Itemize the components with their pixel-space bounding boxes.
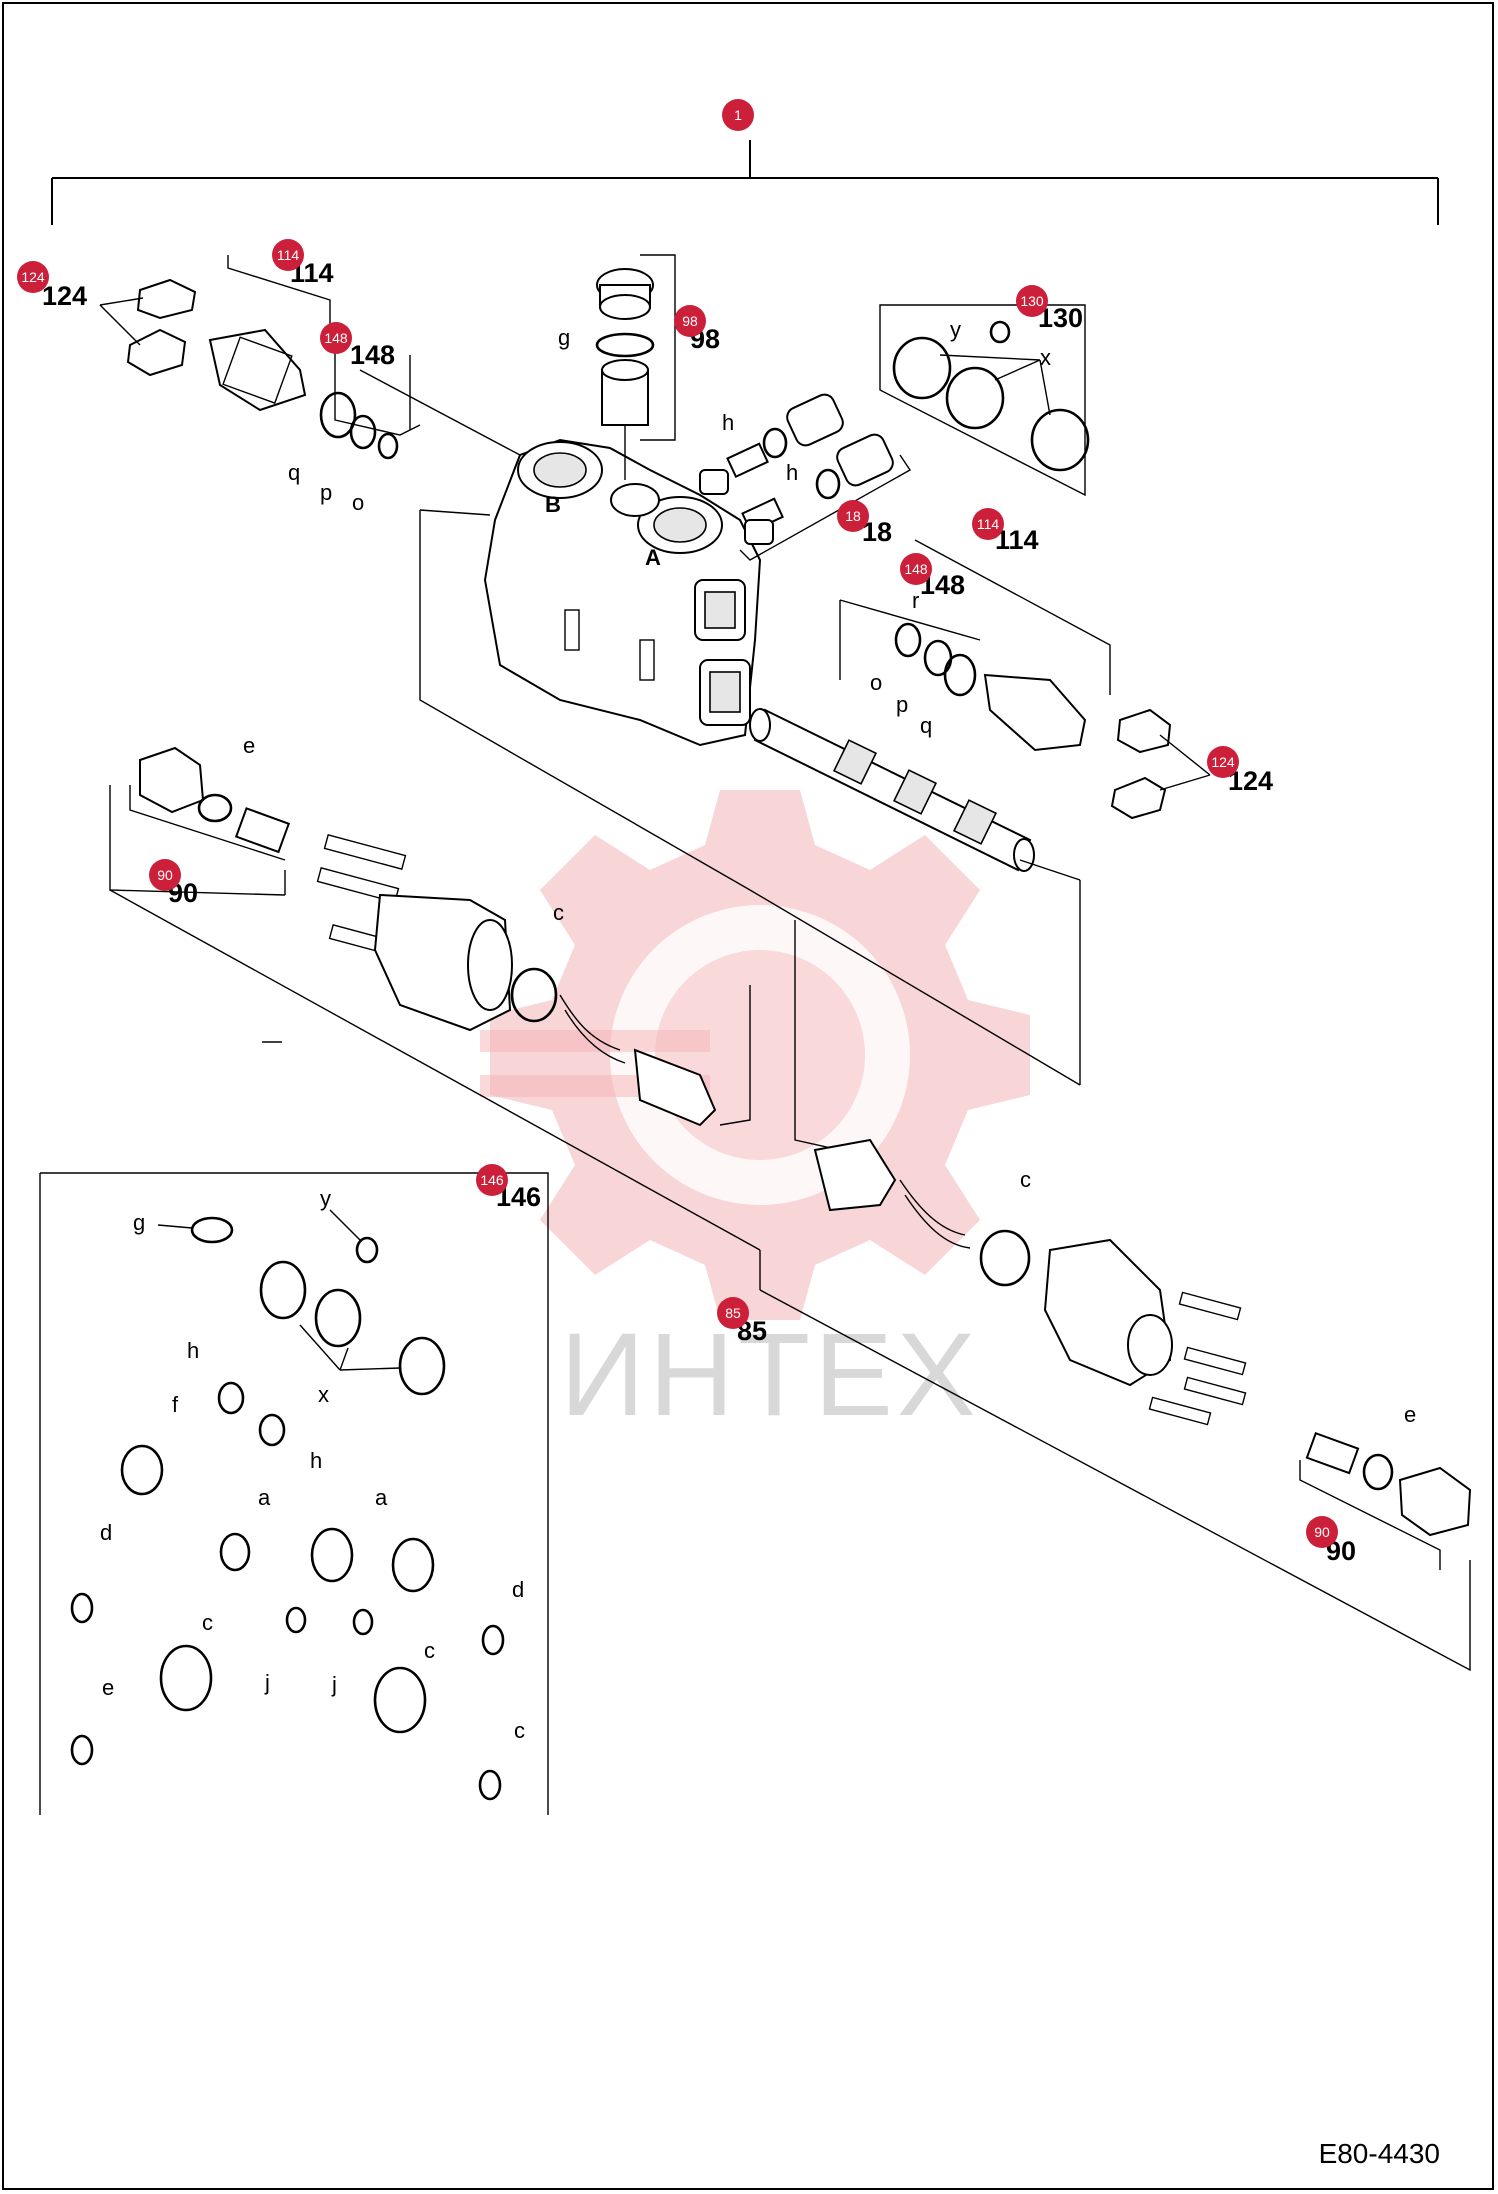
svg-text:h: h (786, 460, 798, 485)
diagram-code: E80-4430 (1318, 2138, 1440, 2169)
callout-148-left[interactable]: 148 (320, 322, 352, 354)
svg-text:o: o (870, 670, 882, 695)
svg-text:c: c (1020, 1167, 1031, 1192)
relief-valve-left (126, 278, 307, 412)
svg-text:g: g (558, 325, 570, 350)
svg-text:f: f (172, 1392, 179, 1417)
svg-text:1: 1 (734, 107, 742, 123)
svg-text:130: 130 (1020, 293, 1044, 309)
svg-text:y: y (950, 317, 961, 342)
svg-text:c: c (424, 1638, 435, 1663)
svg-text:p: p (320, 480, 332, 505)
assembly-bracket (51, 140, 1439, 225)
seal-letters: q p o g y x h h r o p q e c c e g y x h … (100, 317, 1416, 1743)
relief-valve-right (983, 673, 1172, 820)
callout-114-left[interactable]: 114 (272, 239, 304, 271)
svg-text:e: e (1404, 1402, 1416, 1427)
left-cover (316, 834, 717, 1127)
svg-text:h: h (187, 1338, 199, 1363)
svg-text:c: c (514, 1718, 525, 1743)
watermark-logo (480, 790, 1030, 1320)
svg-text:A: A (645, 545, 661, 570)
svg-text:p: p (896, 692, 908, 717)
svg-text:148: 148 (904, 561, 928, 577)
watermark-text: ИНТЕХ (560, 1309, 980, 1441)
seal-kit-146 (39, 1172, 549, 1815)
callout-124-right[interactable]: 124 (1207, 746, 1239, 778)
callout-114-right[interactable]: 114 (972, 508, 1004, 540)
svg-text:e: e (243, 733, 255, 758)
right-cover (813, 1138, 1247, 1426)
callout-124-left[interactable]: 124 (17, 261, 49, 293)
svg-text:18: 18 (845, 508, 861, 524)
right-cap-90 (1305, 1431, 1472, 1537)
check-valves-18 (699, 393, 894, 545)
left-cap-90 (139, 746, 291, 854)
svg-text:j: j (331, 1672, 337, 1697)
svg-text:q: q (920, 713, 932, 738)
callout-98[interactable]: 98 (674, 305, 706, 337)
svg-text:d: d (512, 1577, 524, 1602)
callout-90-right[interactable]: 90 (1306, 1516, 1338, 1548)
svg-text:e: e (102, 1675, 114, 1700)
spool (749, 708, 1035, 872)
svg-text:B: B (545, 492, 561, 517)
svg-text:o: o (352, 490, 364, 515)
svg-text:85: 85 (725, 1305, 741, 1321)
svg-text:90: 90 (1314, 1524, 1330, 1540)
plug-98 (595, 268, 655, 426)
valve-body: B A (483, 438, 762, 747)
svg-text:146: 146 (480, 1172, 504, 1188)
callout-130[interactable]: 130 (1016, 285, 1048, 317)
svg-text:124: 124 (1211, 754, 1235, 770)
svg-text:q: q (288, 460, 300, 485)
svg-text:j: j (264, 1670, 270, 1695)
svg-text:a: a (375, 1485, 388, 1510)
svg-text:114: 114 (977, 516, 1000, 532)
callout-18[interactable]: 18 (837, 500, 869, 532)
svg-text:x: x (318, 1382, 329, 1407)
svg-text:x: x (1040, 345, 1051, 370)
callout-148-right[interactable]: 148 (900, 553, 932, 585)
svg-text:h: h (310, 1448, 322, 1473)
svg-text:98: 98 (682, 313, 698, 329)
callout-146[interactable]: 146 (476, 1164, 508, 1196)
svg-text:d: d (100, 1520, 112, 1545)
svg-text:124: 124 (42, 281, 87, 311)
number-labels: 124 114 148 98 130 18 114 148 124 90 146… (42, 258, 1356, 1566)
svg-text:90: 90 (157, 867, 173, 883)
callout-1[interactable]: 1 (722, 99, 754, 131)
svg-text:y: y (320, 1186, 331, 1211)
svg-text:148: 148 (350, 340, 395, 370)
svg-text:c: c (553, 900, 564, 925)
svg-text:g: g (133, 1210, 145, 1235)
svg-text:124: 124 (21, 269, 45, 285)
svg-text:114: 114 (277, 247, 300, 263)
svg-text:c: c (202, 1610, 213, 1635)
svg-text:a: a (258, 1485, 271, 1510)
svg-text:r: r (912, 588, 919, 613)
callout-90-left[interactable]: 90 (149, 859, 181, 891)
svg-text:h: h (722, 410, 734, 435)
callout-85[interactable]: 85 (717, 1297, 749, 1329)
svg-text:148: 148 (324, 330, 348, 346)
